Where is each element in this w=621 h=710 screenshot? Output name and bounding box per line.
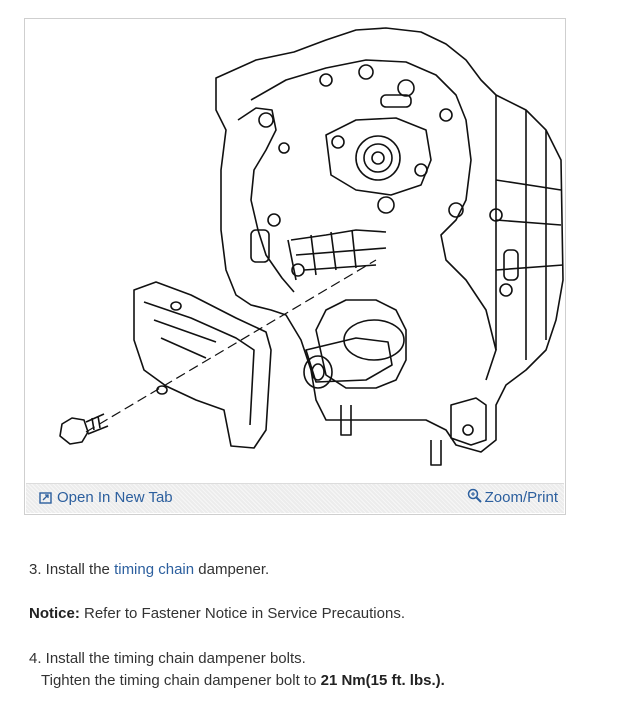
notice-label: Notice: <box>29 605 80 622</box>
external-window-icon <box>39 491 52 504</box>
timing-chain-link[interactable]: timing chain <box>114 561 195 578</box>
step-4-torque: Tighten the timing chain dampener bolt t… <box>41 672 445 689</box>
open-in-new-tab-link[interactable]: Open In New Tab <box>39 489 173 506</box>
figure-frame: Open In New Tab Zoom/Print <box>24 18 569 518</box>
figure-toolbar: Open In New Tab Zoom/Print <box>26 483 564 513</box>
zoom-print-link[interactable]: Zoom/Print <box>467 488 558 506</box>
open-in-new-tab-label: Open In New Tab <box>57 489 173 506</box>
step-4: 4. Install the timing chain dampener bol… <box>29 650 306 667</box>
torque-value: 21 Nm(15 ft. lbs.). <box>320 672 445 689</box>
magnifier-icon <box>467 488 482 503</box>
engine-timing-chain-diagram <box>59 27 564 466</box>
notice: Notice: Refer to Fastener Notice in Serv… <box>29 605 405 622</box>
step-3: 3. Install the timing chain dampener. <box>29 561 270 578</box>
zoom-print-label: Zoom/Print <box>484 489 558 506</box>
notice-text: Refer to Fastener Notice in Service Prec… <box>79 605 405 622</box>
